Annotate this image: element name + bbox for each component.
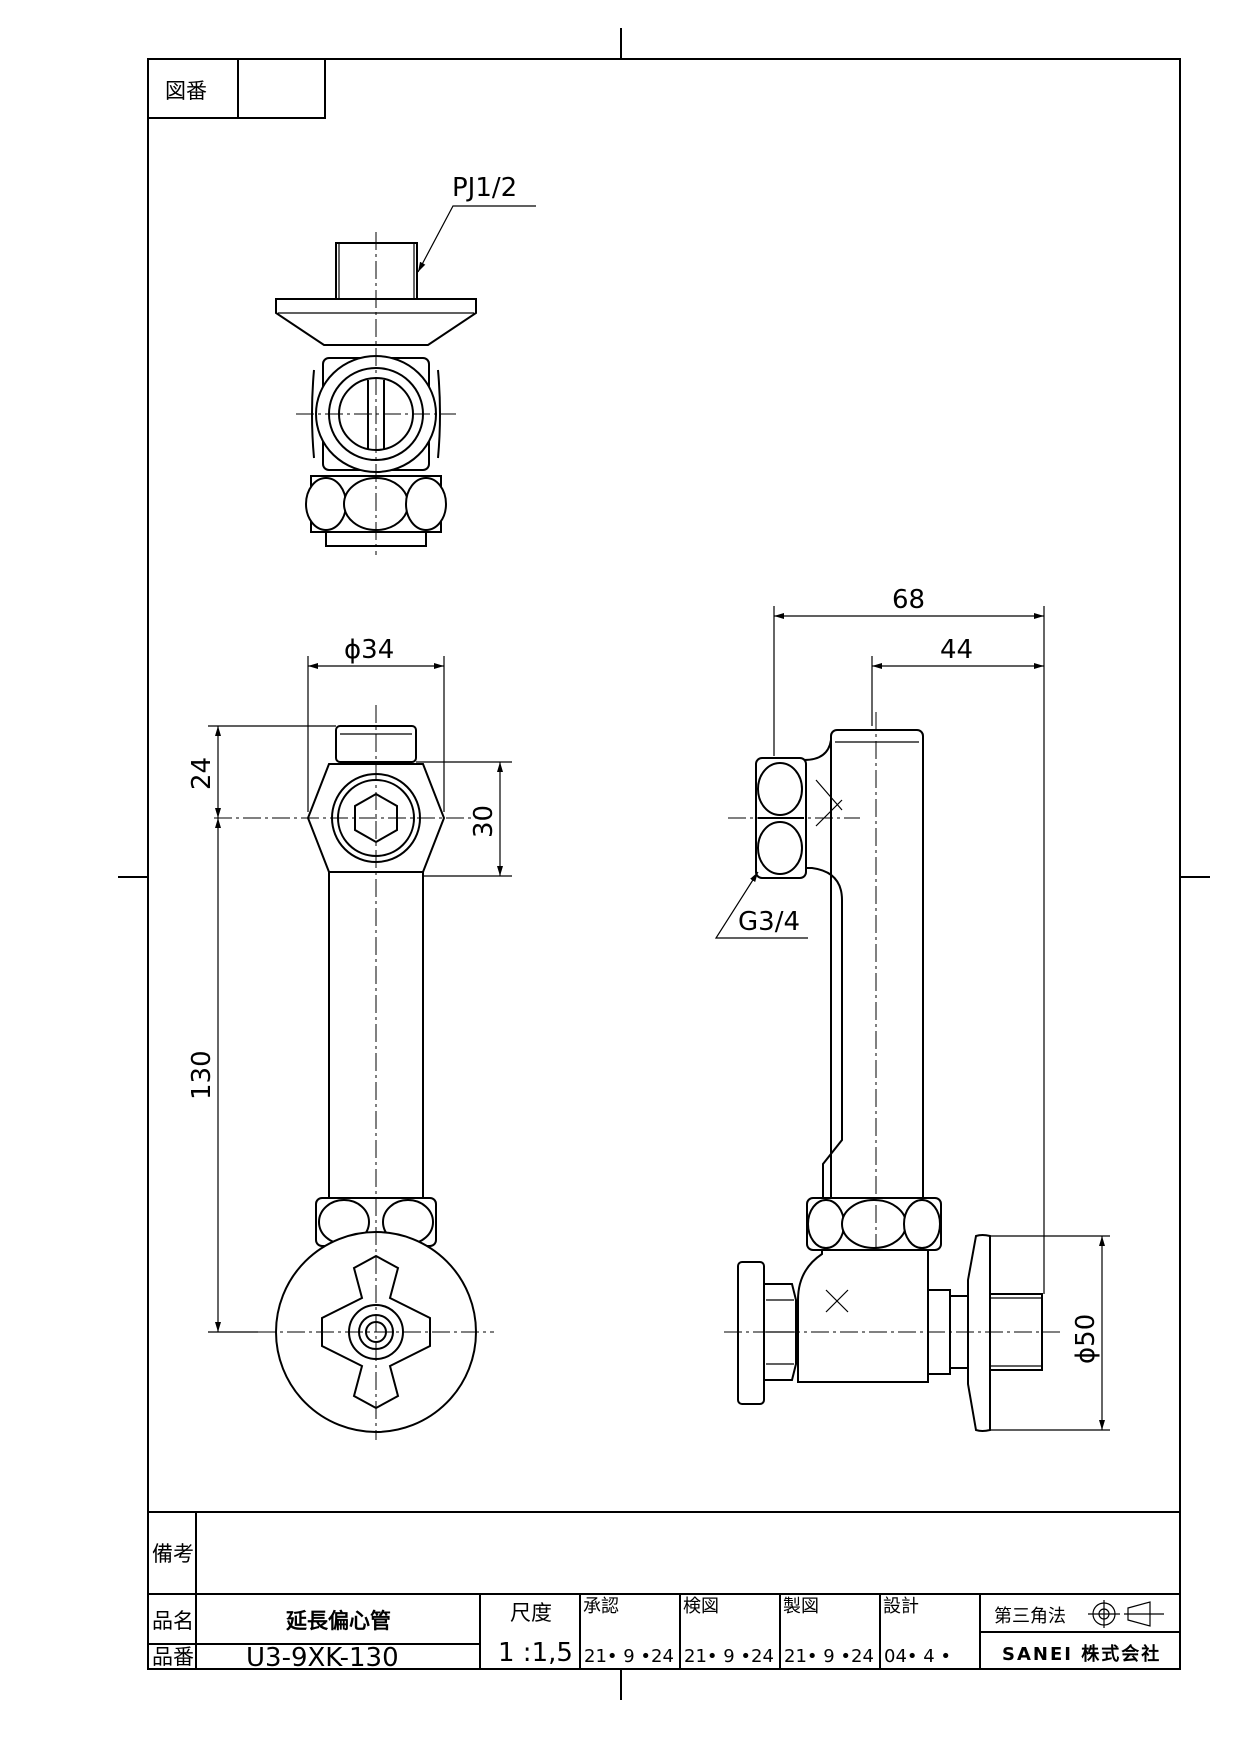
projection-label: 第三角法 bbox=[994, 1606, 1066, 1627]
product-name-label: 品名 bbox=[152, 1609, 194, 1633]
dim-130-label: 130 bbox=[187, 1050, 217, 1100]
dim-24-label: 24 bbox=[187, 757, 217, 790]
remarks-label: 備考 bbox=[152, 1542, 194, 1566]
g-thread-label: G3/4 bbox=[738, 907, 800, 937]
approved-label: 承認 bbox=[583, 1596, 619, 1617]
dim-dia50-label: ϕ50 bbox=[1071, 1314, 1101, 1364]
drawn-label: 製図 bbox=[783, 1596, 819, 1617]
design-date: 04• 4 • bbox=[884, 1646, 951, 1667]
dim-30-label: 30 bbox=[469, 805, 499, 838]
dim-dia34-label: ϕ34 bbox=[344, 635, 394, 665]
product-name: 延長偏心管 bbox=[285, 1609, 391, 1633]
scale-value: 1 :1,5 bbox=[498, 1638, 573, 1668]
scale-label: 尺度 bbox=[510, 1601, 552, 1625]
front-view: ϕ34 24 30 130 bbox=[187, 635, 512, 1440]
company-name: SANEI 株式会社 bbox=[1002, 1643, 1161, 1665]
design-label: 設計 bbox=[883, 1596, 919, 1617]
checked-date: 21• 9 •24 bbox=[684, 1646, 774, 1667]
product-no: U3-9XK-130 bbox=[246, 1643, 399, 1673]
dim-68-label: 68 bbox=[892, 585, 925, 615]
top-view: PJ1/2 bbox=[275, 173, 536, 555]
drawn-date: 21• 9 •24 bbox=[784, 1646, 874, 1667]
drawing-number-box: 図番 bbox=[147, 58, 326, 119]
drawing-no-label: 図番 bbox=[165, 79, 207, 103]
title-block: 備考 品名 延長偏心管 品番 U3-9XK-130 尺度 1 :1,5 承認 2… bbox=[148, 1511, 1180, 1673]
third-angle-projection-icon bbox=[1088, 1600, 1164, 1628]
dim-44-label: 44 bbox=[940, 635, 973, 665]
side-view: 68 44 ϕ50 G3/4 bbox=[714, 585, 1110, 1432]
product-no-label: 品番 bbox=[152, 1645, 194, 1669]
checked-label: 検図 bbox=[683, 1596, 719, 1617]
approved-date: 21• 9 •24 bbox=[584, 1646, 674, 1667]
pj-thread-label: PJ1/2 bbox=[452, 173, 517, 203]
drawing-frame bbox=[118, 28, 1210, 1700]
